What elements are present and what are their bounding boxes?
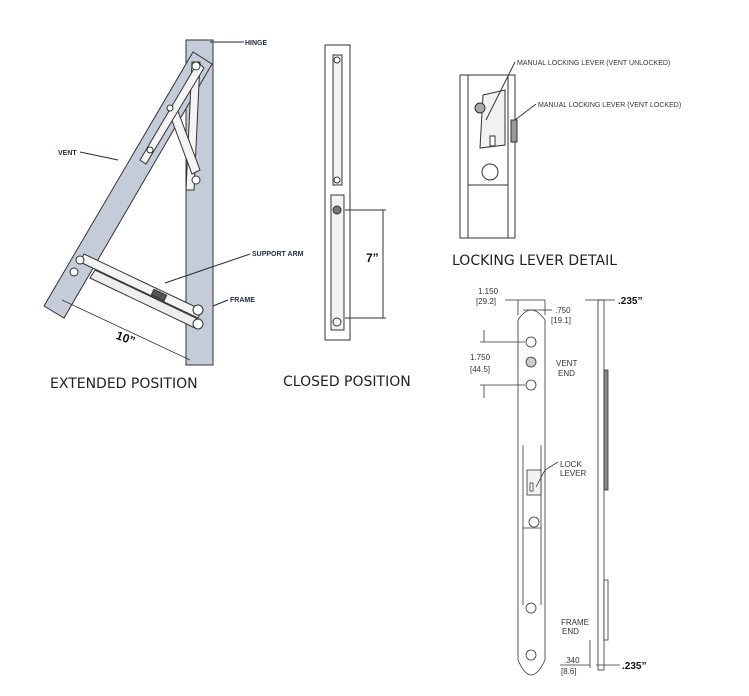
vent-track [139, 61, 205, 165]
extended-position-view [43, 39, 251, 366]
lock-lever-2: LEVER [560, 469, 586, 478]
width-mm: [29.2] [476, 297, 496, 306]
locking-lever-view [459, 61, 537, 239]
width-in: 1.150 [478, 287, 499, 296]
closed-position-caption: CLOSED POSITION [283, 374, 411, 390]
inner-in: .750 [555, 306, 571, 315]
dimension-drawing [480, 299, 620, 676]
vent-end-1: VENT [556, 359, 577, 368]
inner-mm: [19.1] [551, 316, 571, 325]
frame-label: FRAME [230, 297, 255, 304]
vent-label: VENT [58, 150, 77, 157]
lever-detail-caption: LOCKING LEVER DETAIL [452, 253, 617, 269]
frame-end-1: FRAME [561, 618, 589, 627]
offset-in: .340 [564, 656, 580, 665]
hole-mm: [44.5] [470, 365, 490, 374]
hinge-label: HINGE [245, 40, 268, 47]
closed-length-label: 7” [366, 251, 379, 265]
lever-locked-label: MANUAL LOCKING LEVER (VENT LOCKED) [538, 102, 681, 109]
support-arm [79, 253, 203, 319]
hole-in: 1.750 [470, 353, 491, 362]
support-arm-label: SUPPORT ARM [252, 251, 304, 258]
vent-end-2: END [558, 369, 575, 378]
thickness-bottom: .235” [622, 661, 646, 672]
support-arm-2 [89, 269, 201, 329]
frame-end-2: END [562, 627, 579, 636]
closed-position-view [324, 44, 386, 341]
extended-length-label: 10” [114, 328, 137, 348]
extended-position-caption: EXTENDED POSITION [50, 376, 198, 392]
lever-unlocked-label: MANUAL LOCKING LEVER (VENT UNLOCKED) [517, 60, 670, 67]
lock-lever-1: LOCK [560, 460, 582, 469]
offset-mm: [8.6] [561, 667, 577, 676]
thickness-top: .235” [618, 296, 642, 307]
